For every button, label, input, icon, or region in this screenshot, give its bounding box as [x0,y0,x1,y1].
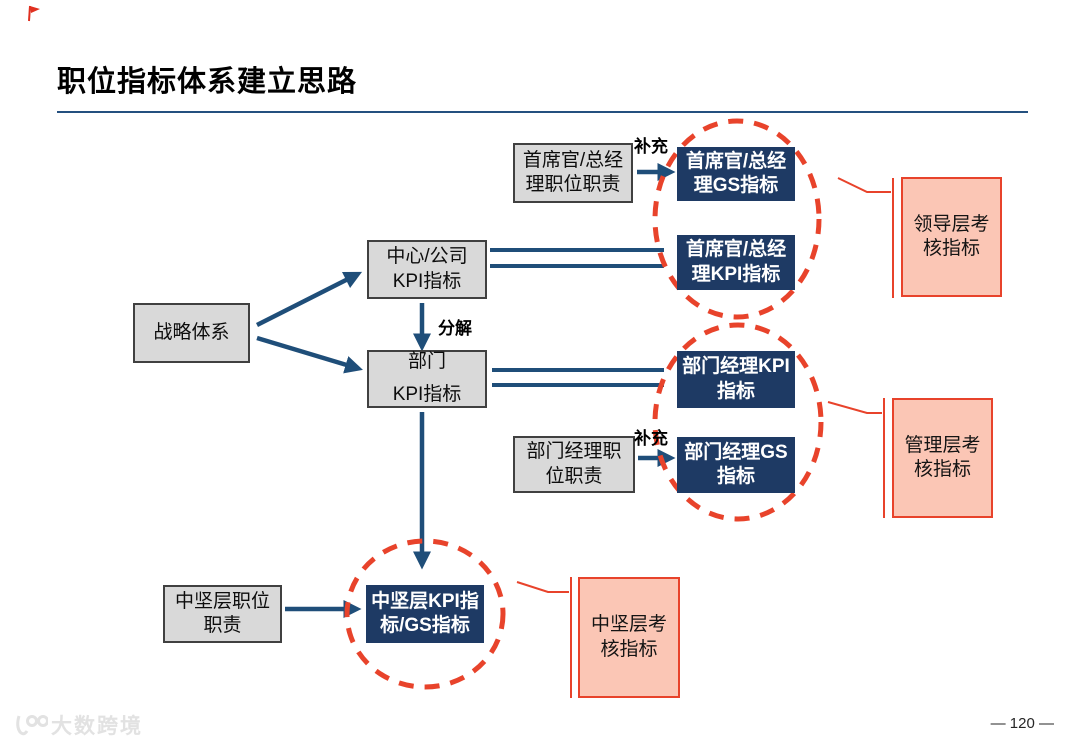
box-dept-manager-kpi-indicator: 部门经理KPI 指标 [677,351,795,408]
watermark-100-icon [16,715,48,736]
red-flag-icon [28,5,40,22]
box-management-assessment: 管理层考 核指标 [892,398,993,518]
arrow-strategy-to-center-kpi [255,271,363,328]
box-ceo-gm-kpi-indicator: 首席官/总经 理KPI指标 [677,235,795,290]
dashed-circle-leadership [652,118,822,320]
box-mid-level-duty: 中坚层职位 职责 [163,585,282,643]
page-title: 职位指标体系建立思路 [57,66,358,98]
box-center-company-kpi: 中心/公司 KPI指标 [367,240,487,299]
arrow-strategy-to-dept-kpi [256,335,363,374]
box-department-kpi: 部门 KPI指标 [367,350,487,408]
callout-line-management [827,401,882,414]
dashed-circle-management [652,322,824,522]
callout-line-leadership [837,177,891,193]
box-ceo-gm-duty: 首席官/总经 理职位职责 [513,143,633,203]
box-dept-manager-duty: 部门经理职 位职责 [513,436,635,493]
watermark: 大数跨境 [14,710,143,740]
dashed-circle-midlevel [344,538,506,690]
label-decompose: 分解 [438,319,472,338]
box-leadership-assessment: 领导层考 核指标 [901,177,1002,297]
callout-line-midlevel [516,581,569,593]
box-ceo-gm-gs-indicator: 首席官/总经 理GS指标 [677,147,795,201]
label-supplement-top: 补充 [634,137,668,156]
watermark-text: 大数跨境 [51,715,143,738]
box-strategy-system: 战略体系 [133,303,250,363]
page-number: — 120 — [990,715,1054,732]
box-mid-level-kpi-gs-indicator: 中坚层KPI指 标/GS指标 [366,585,484,643]
box-mid-level-assessment: 中坚层考 核指标 [578,577,680,698]
title-underline [57,111,1028,113]
label-supplement-middle: 补充 [634,429,668,448]
box-dept-manager-gs-indicator: 部门经理GS 指标 [677,437,795,493]
